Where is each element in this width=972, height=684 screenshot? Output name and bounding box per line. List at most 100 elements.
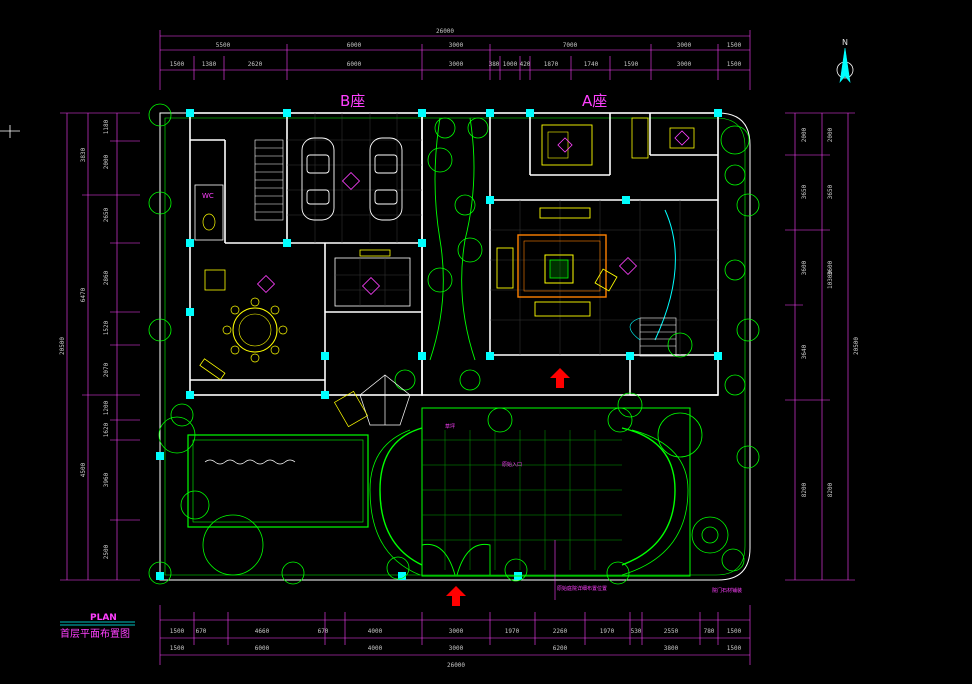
wc-label: WC xyxy=(202,192,214,200)
dim-top2-13: 1500 xyxy=(727,61,742,68)
top-dimension-text: 26000 5500 6000 3000 7000 3000 1500 1500… xyxy=(170,28,742,68)
dim-bot-2: 670 xyxy=(196,628,207,635)
plan-title-block: PLAN 首层平面布置图 xyxy=(60,613,135,640)
dim-left-inner-6: 2070 xyxy=(103,362,110,377)
dim-left-inner-10: 3960 xyxy=(103,472,110,487)
tree-icon xyxy=(721,548,745,572)
dim-right-mid-5: 8200 xyxy=(827,482,834,497)
tree-icon xyxy=(427,147,453,173)
dim-left-inner-1: 1180 xyxy=(103,119,110,134)
dim-bot-8: 2260 xyxy=(553,628,568,635)
tree-icon xyxy=(148,103,172,127)
right-dimension-lines xyxy=(785,112,855,581)
dim-left-inner-9: 4500 xyxy=(80,462,87,477)
dim-bot-1: 1500 xyxy=(170,628,185,635)
dim-top2-6: 380 xyxy=(489,61,500,68)
garage-tag xyxy=(341,171,361,191)
dim-bot-10: 530 xyxy=(631,628,642,635)
tree-icon xyxy=(148,191,172,215)
tree-icon xyxy=(148,318,172,342)
dim-right-4: 3640 xyxy=(801,344,808,359)
entrance-courtyard xyxy=(369,407,691,577)
dim-top-2: 6000 xyxy=(347,42,362,49)
zone-a-label: A座 xyxy=(582,92,607,110)
dim-left-outer-3: 20500 xyxy=(59,337,66,355)
landscape-trees xyxy=(148,103,760,585)
dim-right-mid-2: 3650 xyxy=(827,184,834,199)
wc-room: WC xyxy=(194,184,224,241)
dim-bot-total: 26000 xyxy=(447,662,465,669)
dim-top-total: 26000 xyxy=(436,28,454,35)
dim-top2-12: 3000 xyxy=(677,61,692,68)
bottom-dimension-lines xyxy=(159,605,751,665)
dim-top2-9: 1870 xyxy=(544,61,559,68)
dim-top2-5: 3000 xyxy=(449,61,464,68)
tree-icon xyxy=(394,369,416,391)
top-dimension-lines xyxy=(159,30,751,90)
dim-top-3: 3000 xyxy=(449,42,464,49)
dim-right-outer: 20500 xyxy=(853,337,860,355)
dim-top2-2: 1380 xyxy=(202,61,217,68)
tree-icon xyxy=(457,237,483,263)
dim-bot2-3: 4000 xyxy=(368,645,383,652)
dim-top2-10: 1740 xyxy=(584,61,599,68)
tree-icon xyxy=(701,526,719,544)
tree-icon xyxy=(736,193,760,217)
tree-icon xyxy=(467,117,489,139)
gazebo-icon xyxy=(359,374,411,426)
dim-bot2-1: 1500 xyxy=(170,645,185,652)
building-walls xyxy=(189,112,719,396)
dim-bot2-4: 3000 xyxy=(449,645,464,652)
dim-left-inner-3: 2650 xyxy=(103,207,110,222)
note-entrance: 原始入口 xyxy=(502,461,522,468)
dim-bot-7: 1970 xyxy=(505,628,520,635)
tree-icon xyxy=(170,403,194,427)
dim-left-inner-8: 1620 xyxy=(103,422,110,437)
car-icon xyxy=(301,137,335,221)
dim-right-mid-1: 2000 xyxy=(827,127,834,142)
left-dimension-lines xyxy=(60,112,140,581)
dining-area xyxy=(199,269,288,381)
dim-top-1: 5500 xyxy=(216,42,231,49)
car-icon xyxy=(369,137,403,221)
tree-icon xyxy=(487,407,513,433)
site-boundary xyxy=(159,112,751,581)
tree-icon xyxy=(148,561,172,585)
tree-icon xyxy=(657,412,703,458)
dim-top2-3: 2620 xyxy=(248,61,263,68)
dim-right-2: 3650 xyxy=(801,184,808,199)
dim-bot-11: 2550 xyxy=(664,628,679,635)
swimming-pool xyxy=(187,434,369,528)
tree-icon xyxy=(736,445,760,469)
tree-icon xyxy=(720,125,750,155)
stair-b xyxy=(254,139,284,221)
tree-icon xyxy=(434,117,456,139)
dim-bot-4: 670 xyxy=(318,628,329,635)
dim-left-outer-1: 3830 xyxy=(80,147,87,162)
right-dimension-text: 2000 3650 3600 3640 8200 2000 3650 3600 … xyxy=(801,127,860,497)
entrance-arrow-icon xyxy=(446,368,570,606)
tree-icon xyxy=(454,194,476,216)
tree-icon xyxy=(617,392,643,418)
tree-icon xyxy=(427,267,453,293)
left-dimension-text: 3830 6470 20500 1180 2000 2650 2860 1520… xyxy=(59,119,110,559)
dim-bot2-2: 6000 xyxy=(255,645,270,652)
tree-icon xyxy=(504,558,528,582)
dim-bot-12: 780 xyxy=(704,628,715,635)
dim-left-inner-11: 2500 xyxy=(103,544,110,559)
dim-left-inner-2: 2000 xyxy=(103,154,110,169)
dim-bot2-5: 6200 xyxy=(553,645,568,652)
dim-left-inner-7: 1200 xyxy=(103,400,110,415)
annotation-notes: 原始庭院详细布置位置 原始入口 草坪 院门石材铺装 xyxy=(445,423,742,600)
dim-top2-11: 1590 xyxy=(624,61,639,68)
deck-chairs xyxy=(333,390,369,428)
crosshair-cursor xyxy=(0,125,20,138)
north-arrow-icon: N xyxy=(836,38,854,84)
dim-bot-3: 4660 xyxy=(255,628,270,635)
dim-left-inner-4: 2860 xyxy=(103,270,110,285)
tree-icon xyxy=(180,490,210,520)
zone-b-label: B座 xyxy=(340,92,365,110)
tree-icon xyxy=(736,318,760,342)
bedroom-a xyxy=(541,117,695,166)
